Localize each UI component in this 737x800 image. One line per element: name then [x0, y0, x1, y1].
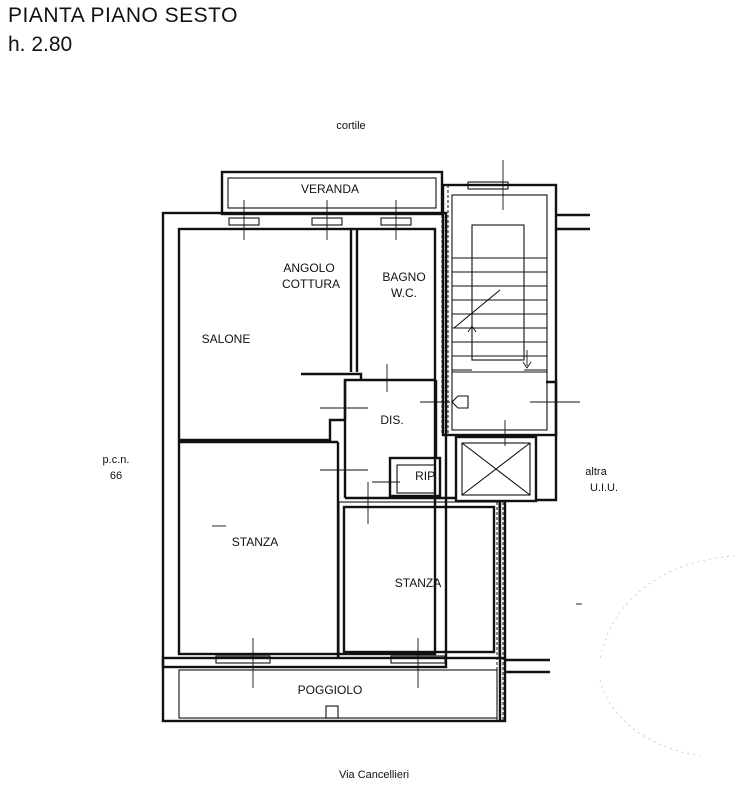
- dashed-outlines: [441, 185, 504, 720]
- plan-title: PIANTA PIANO SESTO: [8, 4, 238, 27]
- room-kitchen-line1: ANGOLO: [283, 261, 334, 275]
- room-hall: DIS.: [380, 413, 403, 427]
- left-neighbor-number: 66: [110, 470, 122, 482]
- interior-walls: [180, 229, 500, 659]
- right-neighbor-unit: U.I.U.: [590, 482, 618, 494]
- scan-artifact: [599, 555, 736, 757]
- stairwell: [441, 183, 590, 674]
- room-kitchen-line2: COTTURA: [282, 277, 340, 291]
- room-veranda: VERANDA: [301, 182, 359, 196]
- ceiling-height: h. 2.80: [8, 33, 73, 56]
- street-label: Via Cancellieri: [339, 769, 409, 781]
- room-storage: RIP.: [415, 469, 437, 483]
- windows: [215, 181, 509, 719]
- room-balcony: POGGIOLO: [298, 683, 363, 697]
- room-living: SALONE: [202, 332, 251, 346]
- room-bedroom-left: STANZA: [232, 535, 278, 549]
- courtyard-label: cortile: [336, 120, 365, 132]
- right-neighbor-label: altra: [585, 466, 607, 478]
- room-bath-line1: BAGNO: [382, 270, 425, 284]
- fixture-marks: [212, 160, 582, 688]
- room-bath-line2: W.C.: [391, 286, 417, 300]
- left-neighbor-label: p.c.n.: [103, 454, 130, 466]
- room-bedroom-right: STANZA: [395, 576, 441, 590]
